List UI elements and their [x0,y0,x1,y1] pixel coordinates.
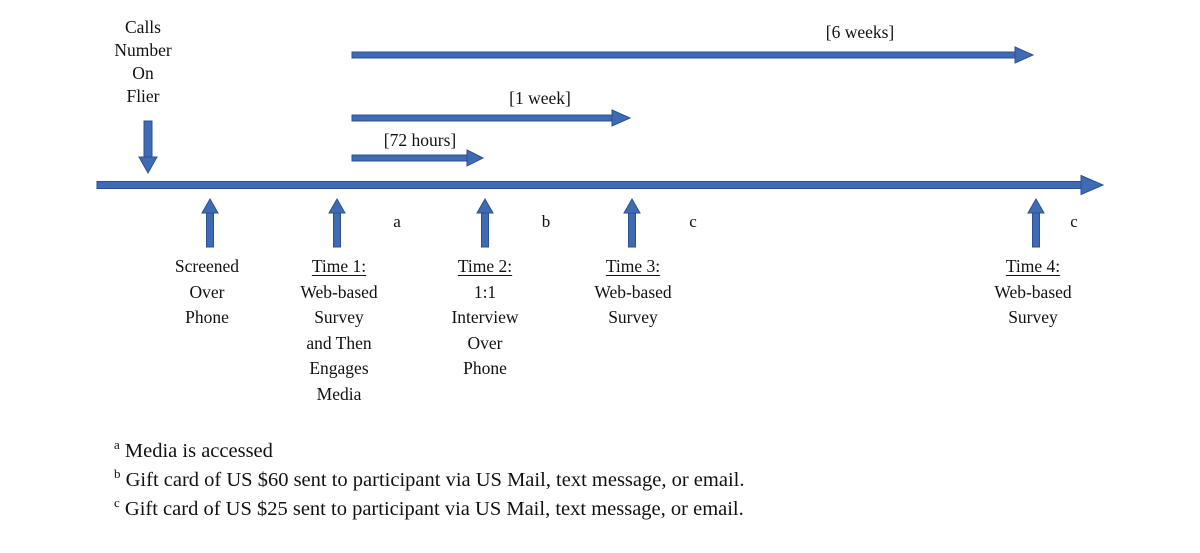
footnotes: a Media is accessed b Gift card of US $6… [114,437,744,524]
footnote-text-b: Gift card of US $60 sent to participant … [125,469,745,491]
duration-label-6-weeks: [6 weeks] [825,22,895,42]
event-title: Time 1: [311,256,367,276]
marker-c-time4: c [1070,212,1078,231]
footnote-text-a: Media is accessed [124,440,273,462]
duration-label-1-week: [1 week] [509,88,571,108]
flier-call-down-arrow [138,120,158,175]
event-title: Time 2: [457,256,513,276]
marker-b: b [541,212,551,231]
time3-up-arrow [623,197,641,248]
footnote-text-c: Gift card of US $25 sent to participant … [124,498,744,520]
footnote-marker-c: c [114,495,120,511]
screened-up-arrow [201,197,219,248]
time2-up-arrow [476,197,494,248]
duration-arrow-72-hours [351,149,485,167]
event-title: Time 3: [605,256,661,276]
duration-arrow-1-week [351,109,632,127]
marker-c-time3: c [689,212,697,231]
event-title: Time 4: [1005,256,1061,276]
main-timeline-arrow [96,174,1105,196]
marker-a: a [393,212,401,231]
time4-up-arrow [1027,197,1045,248]
footnote-c: c Gift card of US $25 sent to participan… [114,495,744,524]
duration-arrow-6-weeks [351,46,1035,64]
duration-label-72-hours: [72 hours] [383,130,457,150]
footnote-a: a Media is accessed [114,437,744,466]
footnote-marker-a: a [114,437,120,453]
time1-up-arrow [328,197,346,248]
footnote-b: b Gift card of US $60 sent to participan… [114,466,744,495]
footnote-marker-b: b [114,466,121,482]
